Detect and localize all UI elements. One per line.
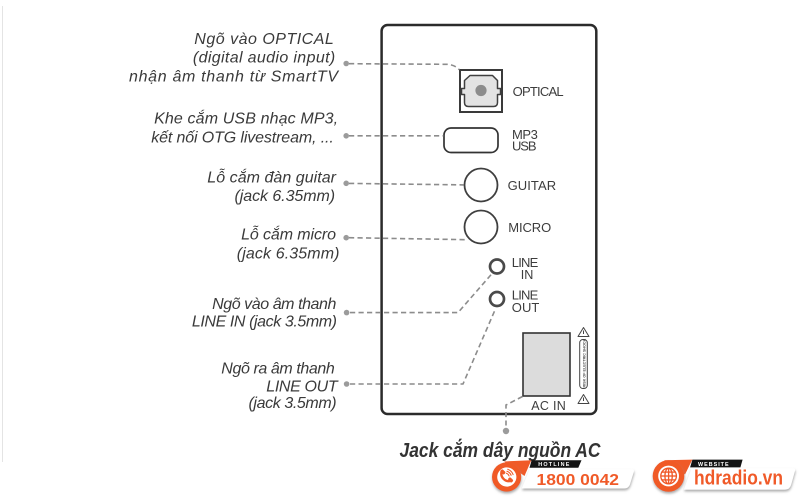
svg-text:nhận âm thanh từ SmartTV: nhận âm thanh từ SmartTV xyxy=(129,69,339,86)
svg-text:LINE: LINE xyxy=(512,255,539,270)
svg-text:HOTLINE: HOTLINE xyxy=(538,462,570,468)
svg-text:(jack 6.35mm): (jack 6.35mm) xyxy=(235,188,336,205)
svg-text:OUT: OUT xyxy=(512,300,540,315)
svg-text:Ngõ vào âm thanh: Ngõ vào âm thanh xyxy=(212,296,336,313)
svg-text:MICRO: MICRO xyxy=(508,220,551,235)
svg-text:hdradio.vn: hdradio.vn xyxy=(694,468,783,490)
svg-text:USB: USB xyxy=(512,139,537,154)
svg-text:RISK OF ELECTRIC SHOCK: RISK OF ELECTRIC SHOCK xyxy=(582,338,586,387)
svg-text:(jack 3.5mm): (jack 3.5mm) xyxy=(249,395,337,412)
svg-text:(digital audio input): (digital audio input) xyxy=(193,49,335,66)
svg-text:Lỗ cắm đàn guitar: Lỗ cắm đàn guitar xyxy=(207,167,336,186)
svg-text:LINE OUT: LINE OUT xyxy=(266,379,339,396)
svg-text:1800 0042: 1800 0042 xyxy=(537,472,620,489)
svg-text:WEBSITE: WEBSITE xyxy=(698,462,730,468)
svg-text:IN: IN xyxy=(521,268,534,282)
svg-text:Lỗ cắm micro: Lỗ cắm micro xyxy=(241,225,336,244)
svg-text:(jack 6.35mm): (jack 6.35mm) xyxy=(237,245,340,262)
svg-text:LINE IN (jack 3.5mm): LINE IN (jack 3.5mm) xyxy=(192,313,337,330)
svg-text:Khe cắm USB nhạc MP3,: Khe cắm USB nhạc MP3, xyxy=(154,109,338,128)
svg-text:LINE: LINE xyxy=(512,288,539,303)
svg-text:Jack cắm dây nguồn AC: Jack cắm dây nguồn AC xyxy=(400,439,601,462)
svg-text:Ngõ ra âm thanh: Ngõ ra âm thanh xyxy=(221,361,335,378)
svg-text:Ngõ vào OPTICAL: Ngõ vào OPTICAL xyxy=(194,31,334,48)
svg-text:GUITAR: GUITAR xyxy=(508,178,556,193)
svg-text:kết nối OTG livestream, ...: kết nối OTG livestream, ... xyxy=(151,129,334,146)
svg-text:OPTICAL: OPTICAL xyxy=(513,84,564,99)
svg-text:MP3: MP3 xyxy=(512,127,538,142)
svg-text:AC IN: AC IN xyxy=(531,399,566,413)
